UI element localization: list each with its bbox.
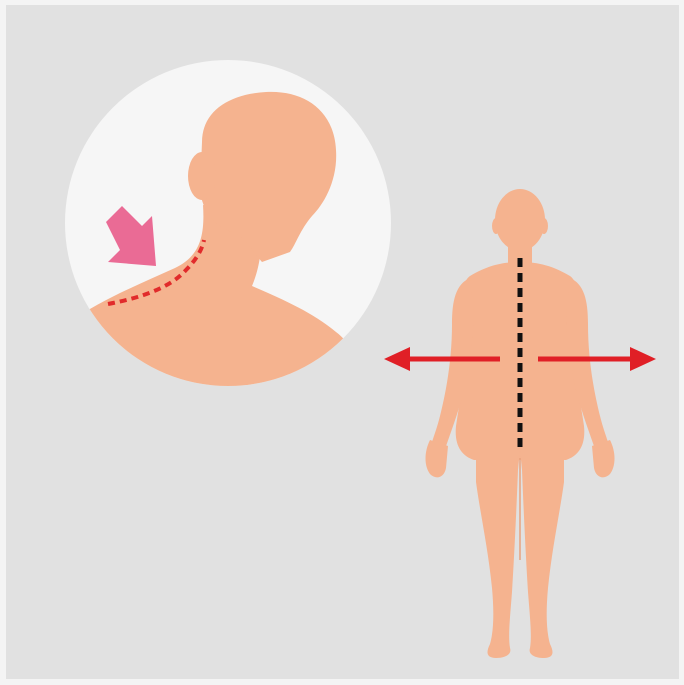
body-ear-right — [540, 218, 548, 234]
body-hand-right — [592, 440, 615, 477]
body-hand-left — [426, 440, 449, 477]
body-ear-left — [492, 218, 500, 234]
body-head — [495, 189, 545, 251]
ear-shape — [188, 152, 216, 200]
